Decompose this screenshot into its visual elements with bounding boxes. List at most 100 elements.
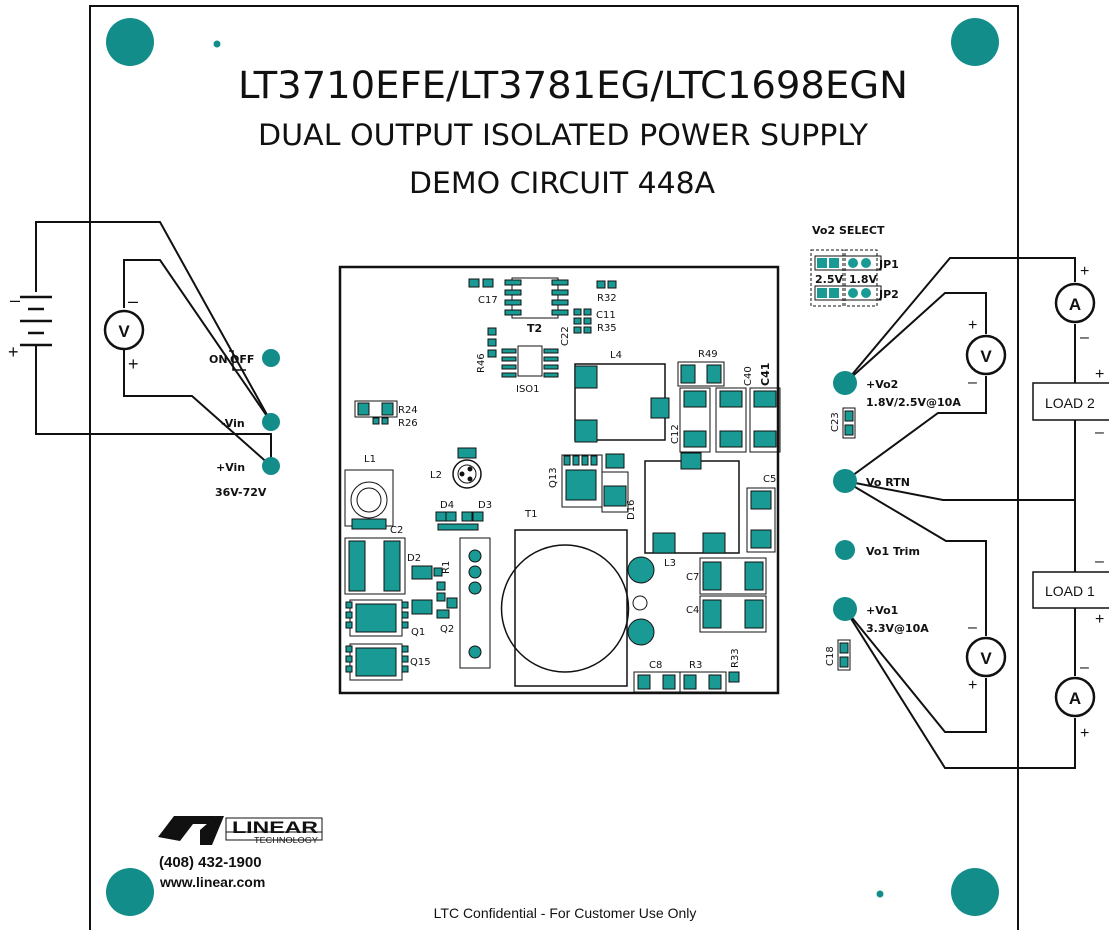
refdes-l3: L3 [664,558,676,569]
label-vo1-spec: 3.3V@10A [866,622,929,635]
ammeter-vo2-plus: + [1080,263,1089,280]
refdes-r1: R1 [441,561,452,574]
load1-minus: – [1095,553,1104,570]
refdes-c17: C17 [478,295,498,306]
jumper-opt-1v8[interactable]: 1.8V [849,273,877,286]
terminal-neg-vin[interactable] [262,413,280,431]
ammeter-vo2-minus: – [1080,329,1089,346]
label-vo2-spec: 1.8V/2.5V@10A [866,396,961,409]
wire-vo2-ammeter [844,257,1076,384]
label-vo2: +Vo2 [866,378,898,391]
terminal-vo-rtn[interactable] [833,469,857,493]
jumper-jp2: JP2 [878,288,899,301]
label-vo-rtn: Vo RTN [866,476,910,489]
label-vo1-trim: Vo1 Trim [866,545,920,558]
refdes-l4: L4 [610,350,622,361]
voltmeter-vo2-plus: + [968,317,977,334]
refdes-c23: C23 [830,412,841,432]
refdes-c40: C40 [743,366,754,386]
refdes-r35: R35 [597,323,617,334]
refdes-l1: L1 [364,454,376,465]
input-voltmeter-symbol: V [118,322,130,341]
jumper-jp1: JP1 [878,258,899,271]
voltmeter-vo2 [965,334,1007,376]
ammeter-vo1-plus: + [1080,725,1089,742]
wire-vin-meter-top [123,259,272,423]
title-demo-circuit: DEMO CIRCUIT 448A [409,166,715,200]
refdes-d4: D4 [440,500,454,511]
wire-rtn-voltmeter1 [844,480,987,636]
refdes-d16: D16 [626,500,637,520]
terminal-vo1[interactable] [833,597,857,621]
refdes-c7: C7 [686,572,699,583]
label-pos-vin: +Vin [216,461,245,474]
refdes-d3: D3 [478,500,492,511]
refdes-r26: R26 [398,418,418,429]
load2-minus: – [1095,424,1104,441]
refdes-r24: R24 [398,405,418,416]
jumper-header: Vo2 SELECT [812,224,885,237]
refdes-c8: C8 [649,660,662,671]
refdes-c11: C11 [596,310,616,321]
refdes-d2: D2 [407,553,421,564]
load1-plus: + [1095,611,1104,628]
on-off-switch-mark [229,350,246,371]
battery-minus-sign: – [10,290,20,310]
terminal-vo2[interactable] [833,371,857,395]
wire-vin-meter-bottom [123,350,272,467]
refdes-r33: R33 [730,648,741,668]
voltmeter-vo1-plus: + [968,677,977,694]
ammeter-vo2 [1054,282,1096,324]
load2-box [1032,382,1109,421]
refdes-q13: Q13 [548,467,559,488]
title-description: DUAL OUTPUT ISOLATED POWER SUPPLY [258,118,869,152]
jumper-block [810,249,882,307]
mounting-hole-bottom-left [106,868,154,916]
mounting-hole-top-left [106,18,154,66]
ammeter-vo1-minus: – [1080,659,1089,676]
refdes-q1: Q1 [411,627,425,638]
input-meter-minus: – [128,291,138,311]
label-vo1: +Vo1 [866,604,898,617]
refdes-q2: Q2 [440,624,454,635]
ammeter-vo2-symbol: A [1069,295,1081,314]
refdes-r3: R3 [689,660,702,671]
refdes-c2: C2 [390,525,403,536]
mounting-hole-top-right [951,18,999,66]
battery-symbol [20,295,52,347]
board-outline [89,5,1019,930]
voltmeter-vo2-symbol: V [980,347,992,366]
terminal-vo1-trim[interactable] [835,540,855,560]
footer-website: www.linear.com [159,874,265,890]
label-neg-vin: -Vin [221,417,245,430]
refdes-q15: Q15 [410,657,431,668]
refdes-l2: L2 [430,470,442,481]
wire-vo2-voltmeter [844,292,987,384]
refdes-c41: C41 [759,363,772,386]
input-voltmeter [103,309,145,351]
wire-battery-bottom [35,346,272,466]
refdes-c12: C12 [670,424,681,444]
refdes-r32: R32 [597,293,617,304]
refdes-r46: R46 [476,353,487,373]
refdes-c4: C4 [686,605,699,616]
refdes-t2: T2 [527,322,542,335]
linear-logo [158,816,323,845]
load1-box [1032,571,1109,609]
voltmeter-vo2-minus: – [968,374,977,391]
terminal-on-off[interactable] [262,349,280,367]
refdes-c5: C5 [763,474,776,485]
wire-ammeter1-vo1 [844,608,1076,769]
jumper-opt-2v5[interactable]: 2.5V [815,273,843,286]
logo-text: LINEAR [232,818,318,837]
pcb-components [344,277,856,693]
label-on: ON [209,353,228,366]
logo-subtext: TECHNOLOGY [254,836,319,845]
footer-phone: (408) 432-1900 [159,854,262,871]
ammeter-vo1-symbol: A [1069,689,1081,708]
title-part-numbers: LT3710EFE/LT3781EG/LTC1698EGN [238,64,908,107]
voltmeter-vo1-minus: – [968,619,977,636]
terminal-pos-vin[interactable] [262,457,280,475]
refdes-t1: T1 [524,509,537,520]
